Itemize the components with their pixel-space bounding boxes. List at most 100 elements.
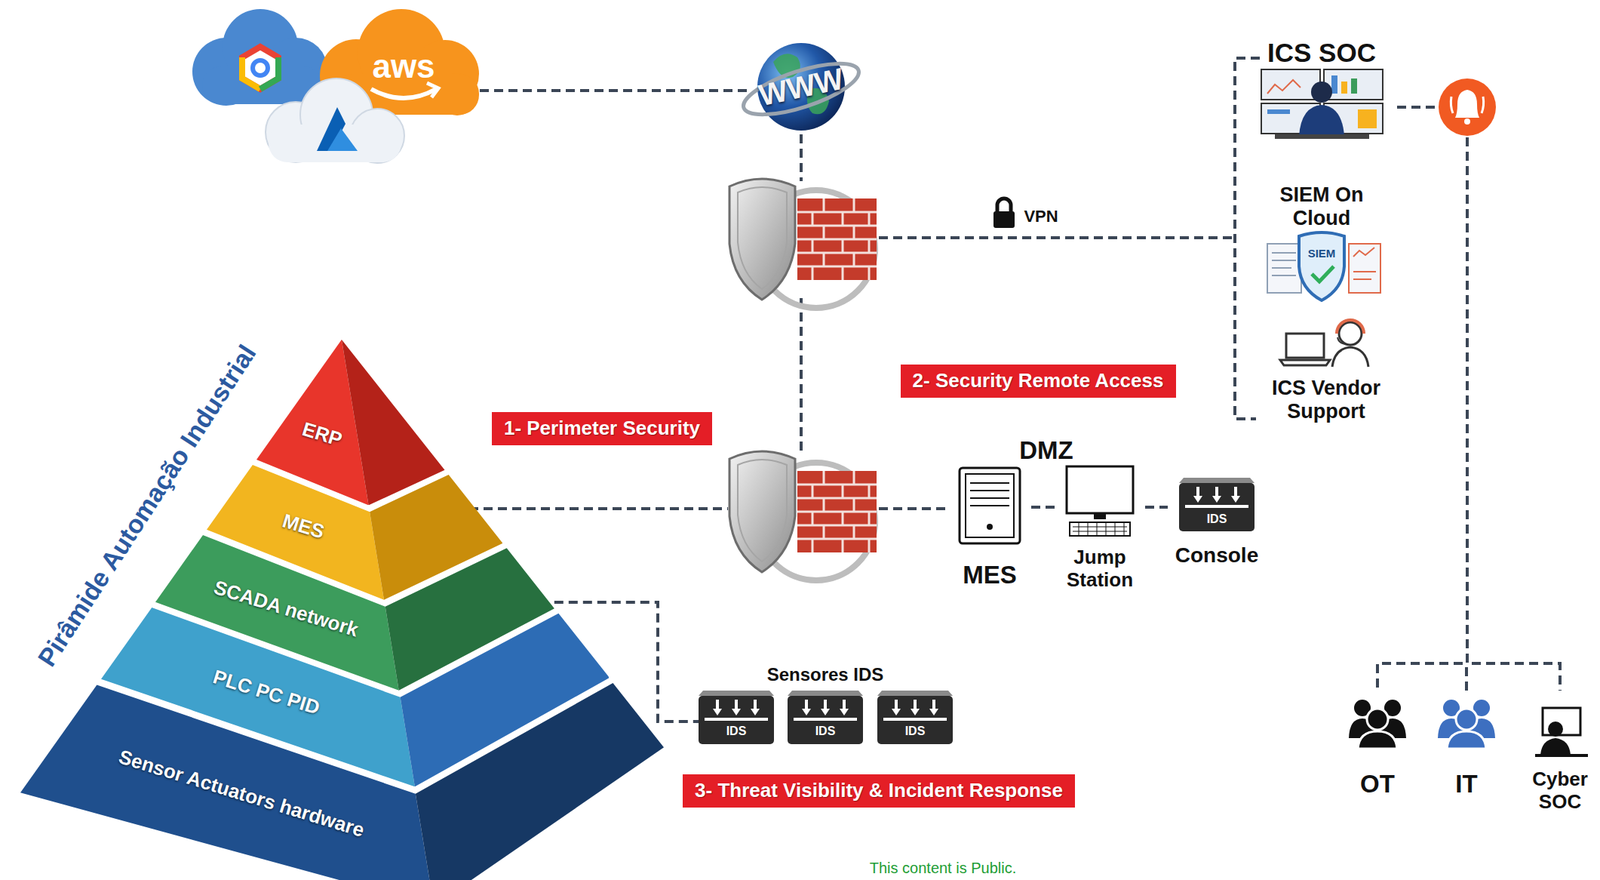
network-link — [1234, 58, 1260, 419]
node-label: 3- Threat Visibility & Incident Response — [694, 779, 1063, 802]
workstation-icon — [1069, 522, 1131, 536]
soc-operator-icon — [1261, 69, 1383, 139]
server-icon — [986, 523, 993, 530]
ids-sensor: IDS — [877, 695, 953, 744]
network-link — [469, 506, 728, 510]
vendor-support-icon — [1336, 319, 1364, 334]
ids-console-icon — [1179, 477, 1255, 532]
pyramid-band-side — [341, 339, 446, 505]
soc-operator-icon — [1311, 81, 1333, 103]
workstation-icon — [1066, 466, 1134, 536]
node-label: MES — [962, 560, 1017, 590]
siem-icon — [1311, 266, 1334, 282]
vendor-support-icon — [1280, 359, 1330, 366]
vpn-lock — [993, 211, 1015, 228]
team-node: Cyber SOC — [1521, 690, 1599, 819]
alarm-bell — [1438, 78, 1496, 136]
dashed-link — [1031, 505, 1055, 509]
ids-console-node: IDSConsole — [1167, 463, 1266, 578]
siem-icon — [1348, 243, 1381, 293]
network-link — [878, 236, 1235, 240]
dashed-link — [1377, 107, 1468, 691]
vpn-lock — [993, 198, 1015, 228]
internet-globe — [737, 52, 864, 125]
vendor-support-icon — [1338, 322, 1362, 345]
node-label: IDS — [1206, 512, 1228, 526]
gcp-cloud — [192, 9, 328, 106]
vendor-support-icon — [1332, 347, 1369, 367]
server-icon — [965, 473, 1014, 538]
siem-icon — [1267, 243, 1302, 293]
siem-icon — [1299, 232, 1345, 301]
node-label: IDS — [815, 724, 836, 738]
sensor-group: Sensores IDSIDSIDSIDS — [689, 663, 962, 755]
alarm-bell — [1438, 78, 1496, 136]
soc-operator-icon — [1267, 79, 1301, 94]
ids-sensor: IDS — [787, 695, 863, 744]
classification-note: This content is Public. — [869, 859, 1017, 877]
cyber-soc-icon — [1540, 737, 1571, 755]
cyber-soc-icon — [1535, 707, 1588, 757]
siem-icon — [1353, 247, 1376, 280]
dashed-link — [1397, 107, 1468, 691]
pyramid-band-shape — [20, 682, 664, 880]
server-icon — [959, 467, 1020, 544]
cyber-soc-icon — [1535, 753, 1588, 757]
network-link — [799, 297, 803, 453]
workstation-icon — [1072, 522, 1128, 536]
dashed-link — [1397, 107, 1561, 691]
callout-box: 1- Perimeter Security — [491, 411, 713, 446]
siem-icon — [1267, 232, 1381, 301]
network-link — [469, 58, 1260, 509]
ids-sensor-icon — [787, 690, 863, 744]
dashed-link — [479, 89, 753, 93]
azure-cloud — [265, 78, 405, 163]
siem-node: SIEM On CloudSIEM — [1249, 177, 1394, 306]
gcp-cloud — [242, 46, 279, 90]
node-label: IDS — [726, 724, 747, 738]
alarm-bell — [1464, 118, 1471, 125]
workstation-icon — [1093, 512, 1106, 520]
aws-cloud — [371, 89, 437, 99]
soc-operator-icon — [1331, 75, 1338, 94]
internet-globe — [737, 42, 864, 131]
azure-cloud — [327, 128, 358, 151]
network-link — [799, 134, 803, 182]
internet-node: WWW — [752, 37, 851, 136]
zone-label: VPN — [1023, 206, 1058, 226]
soc-operator-icon — [1274, 134, 1370, 139]
pyramid-band-side — [415, 682, 664, 880]
vpn-lock — [997, 198, 1011, 213]
node-label: OT — [1360, 769, 1395, 799]
soc-operator-icon — [1267, 109, 1290, 114]
node-label: IT — [1455, 769, 1478, 799]
zone-label: DMZ — [1019, 436, 1073, 465]
network-link — [878, 506, 949, 510]
soc-node: ICS SOC — [1246, 41, 1398, 140]
soc-operator-icon — [1341, 81, 1348, 94]
node-label: Jump Station — [1058, 546, 1142, 592]
vendor-node: ICS Vendor Support — [1254, 316, 1398, 423]
node-label: SIEM On Cloud — [1265, 183, 1379, 231]
vendor-support-icon — [1280, 319, 1369, 367]
team-node: OT — [1335, 690, 1419, 804]
soc-operator-icon — [1261, 69, 1321, 100]
server-icon — [959, 467, 1020, 544]
pyramid-band-face — [20, 684, 434, 880]
workstation-icon — [1066, 466, 1134, 513]
it-team-icon — [1437, 699, 1496, 749]
callout-box: 2- Security Remote Access — [900, 364, 1177, 398]
alarm-bell — [1450, 96, 1484, 114]
soc-operator-icon — [1323, 69, 1383, 100]
soc-operator-icon — [1351, 78, 1358, 94]
node-label: aws — [371, 47, 435, 86]
node-label: ICS Vendor Support — [1265, 376, 1387, 424]
cyber-soc-icon — [1547, 721, 1564, 737]
alarm-bell — [1455, 89, 1480, 118]
dashed-link — [1145, 505, 1168, 509]
team-node: IT — [1424, 690, 1508, 804]
firewall-icon — [729, 178, 877, 308]
vendor-support-icon — [1286, 333, 1324, 358]
vendor-support-icon — [1337, 337, 1347, 344]
soc-operator-icon — [1357, 109, 1377, 129]
